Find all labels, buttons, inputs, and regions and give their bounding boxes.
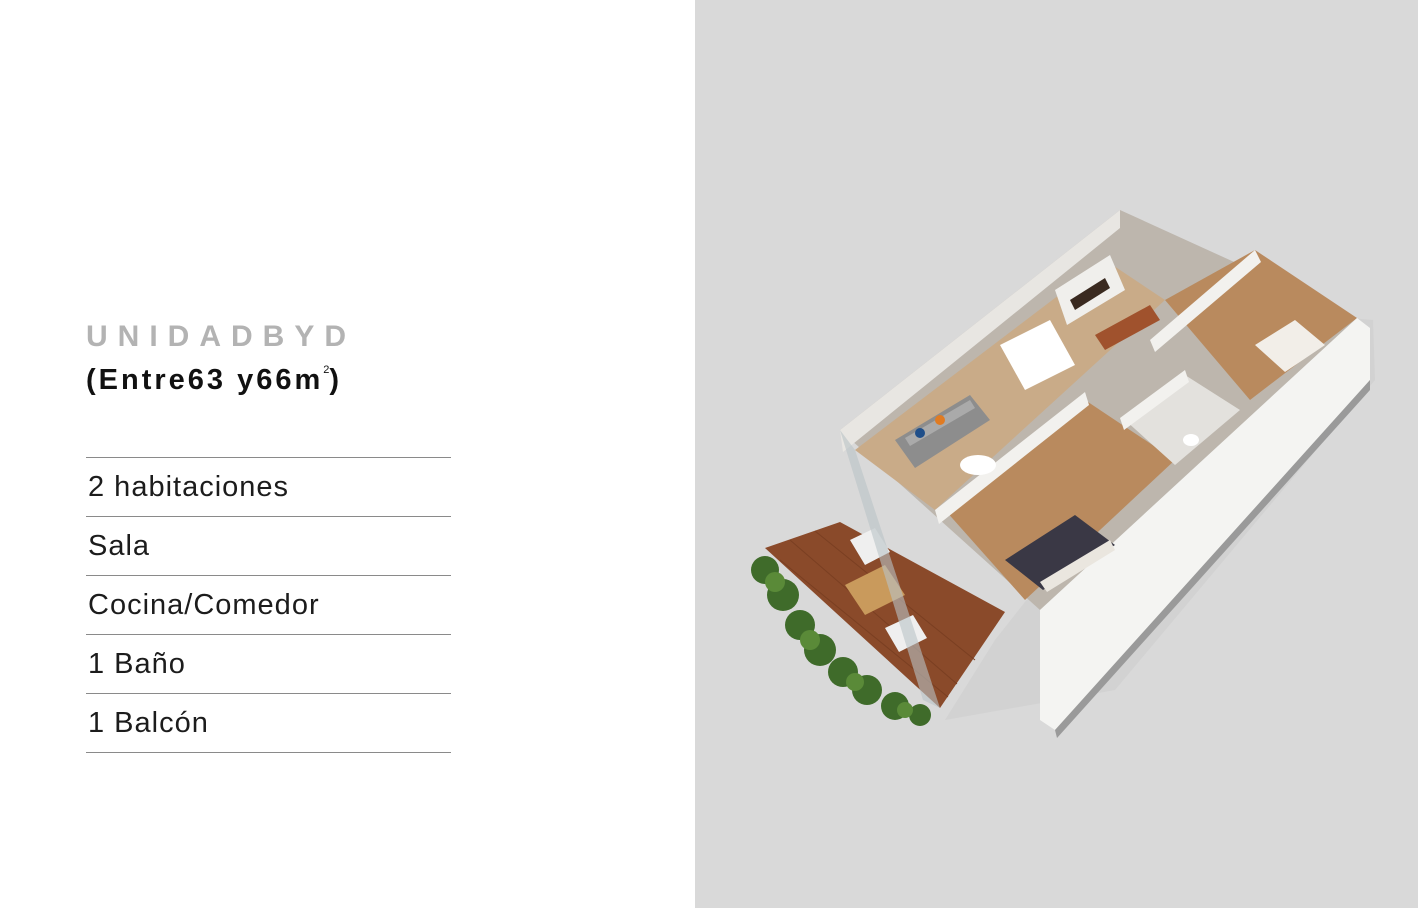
unit-size: (Entre63 y66m2) <box>86 364 342 397</box>
feature-bedrooms: 2 habitaciones <box>86 458 451 517</box>
unit-size-close: ) <box>329 364 343 396</box>
plants <box>751 556 931 726</box>
sofa <box>895 395 990 468</box>
unit-title: UNIDADBYD <box>86 320 356 353</box>
features-list: 2 habitaciones Sala Cocina/Comedor 1 Bañ… <box>86 457 451 753</box>
unit-size-superscript: 2 <box>323 364 330 376</box>
feature-balcony: 1 Balcón <box>86 694 451 753</box>
unit-info-panel: UNIDADBYD (Entre63 y66m2) 2 habitaciones… <box>0 0 695 908</box>
outer-wall <box>1040 318 1370 730</box>
feature-bathroom: 1 Baño <box>86 635 451 694</box>
bed <box>1005 515 1115 590</box>
floor-plan-render <box>751 210 1375 738</box>
feature-living-room: Sala <box>86 517 451 576</box>
balcony-deck <box>765 522 1005 708</box>
unit-size-text: (Entre63 y66m <box>86 364 324 396</box>
floor-plan-image <box>695 0 1418 908</box>
feature-kitchen-dining: Cocina/Comedor <box>86 576 451 635</box>
